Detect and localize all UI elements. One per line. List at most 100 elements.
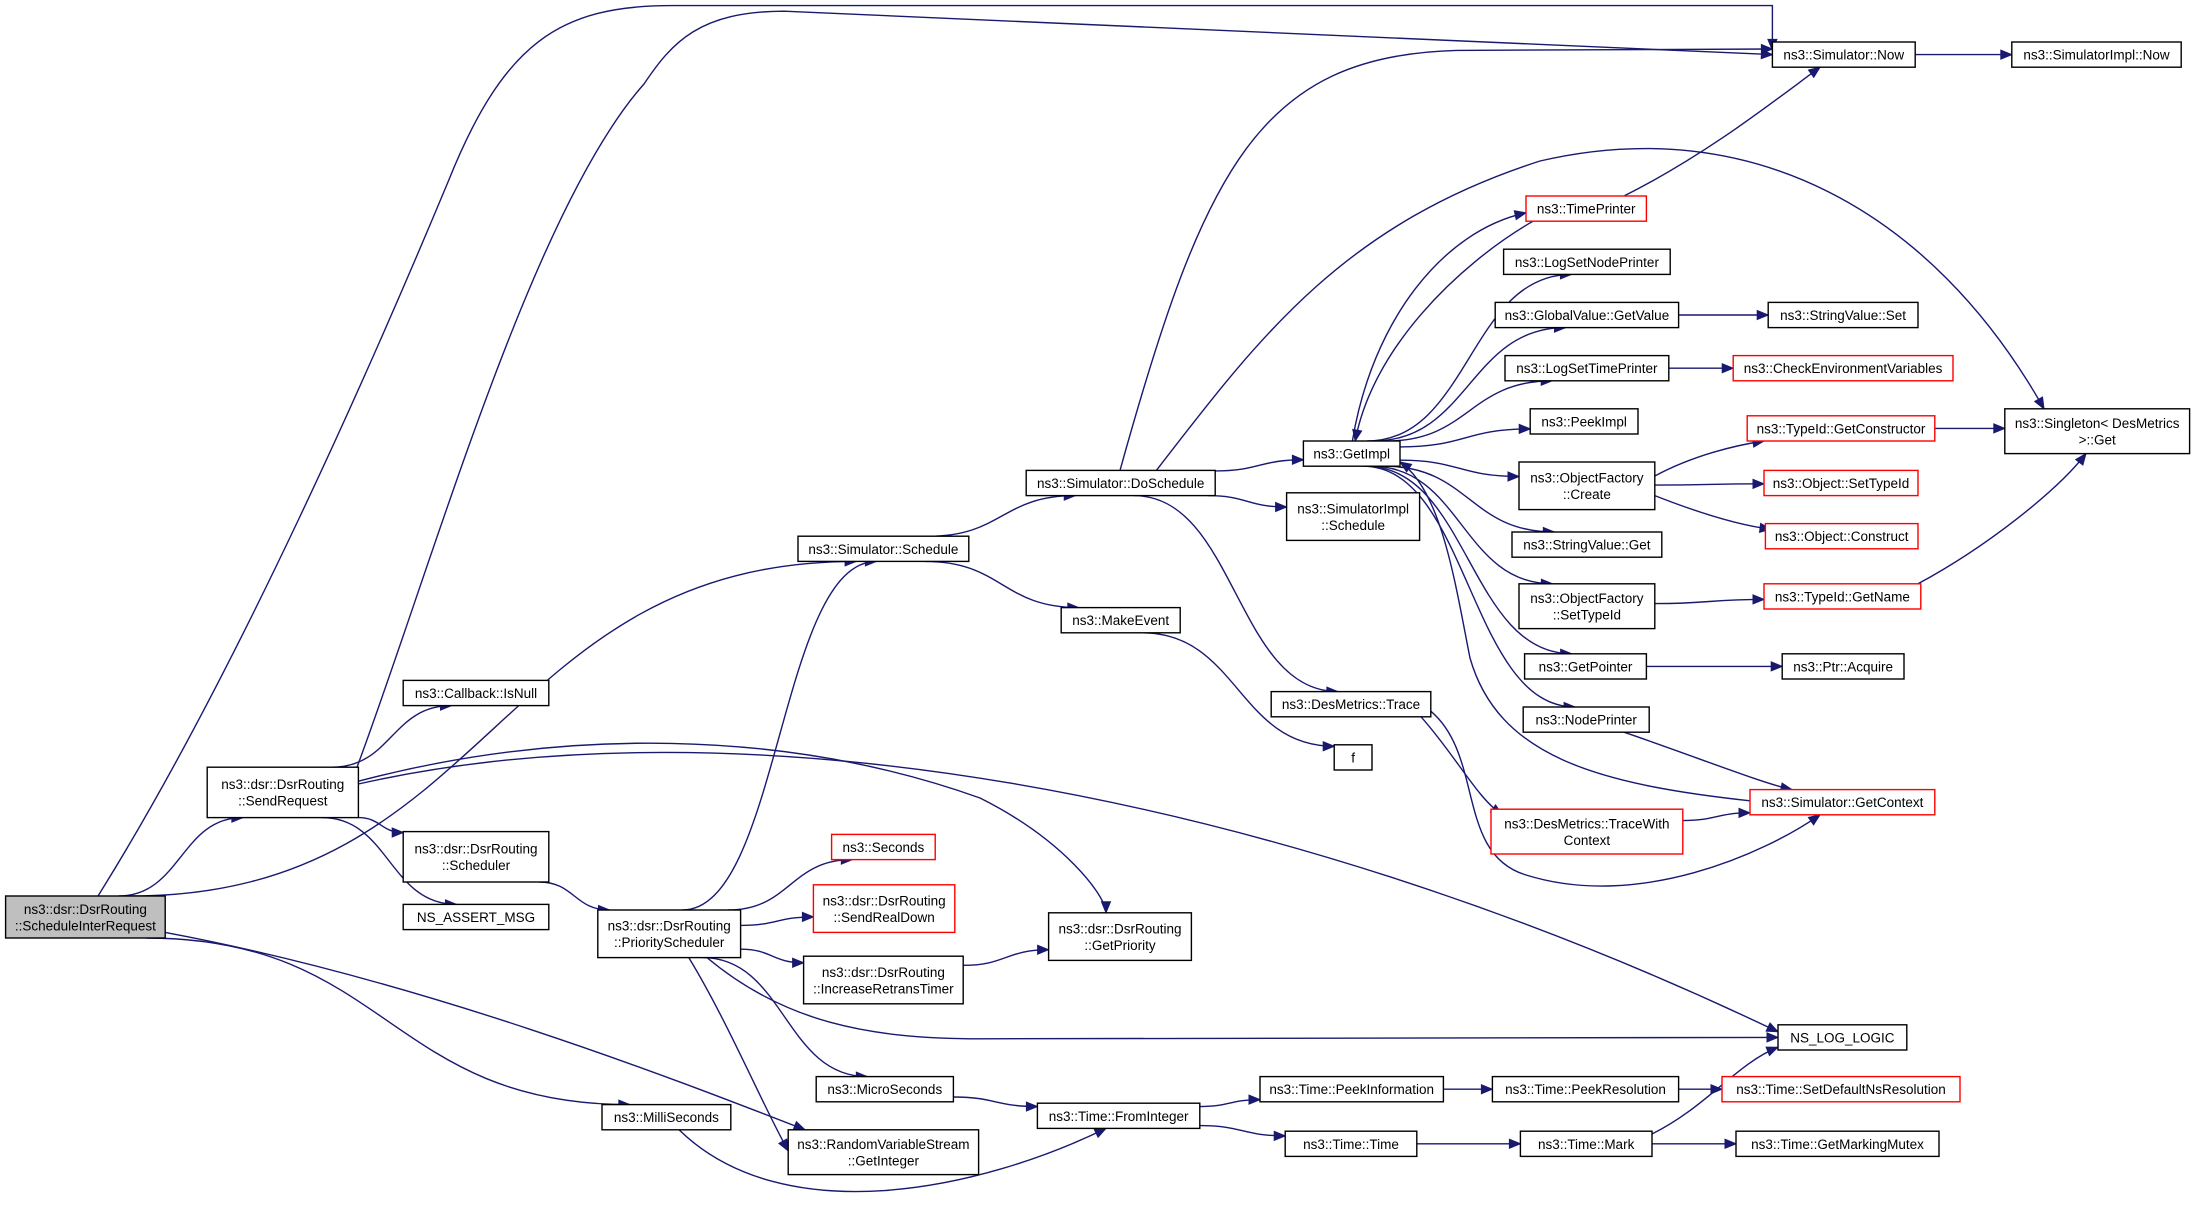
node-box[interactable] — [787, 1129, 980, 1176]
node-getctx[interactable]: ns3::Simulator::GetContext — [1749, 788, 1936, 816]
node-getctor[interactable]: ns3::TypeId::GetConstructor — [1746, 415, 1936, 442]
node-box[interactable] — [1060, 606, 1181, 634]
node-box[interactable] — [1511, 531, 1663, 558]
node-incretrans[interactable]: ns3::dsr::DsrRouting::IncreaseRetransTim… — [802, 955, 964, 1005]
node-acquire[interactable]: ns3::Ptr::Acquire — [1781, 653, 1905, 680]
node-box[interactable] — [4, 895, 166, 939]
node-prisched[interactable]: ns3::dsr::DsrRouting::PriorityScheduler — [597, 909, 742, 959]
node-box[interactable] — [802, 955, 964, 1005]
node-peekres[interactable]: ns3::Time::PeekResolution — [1491, 1075, 1680, 1103]
node-box[interactable] — [1047, 912, 1193, 962]
node-construct[interactable]: ns3::Object::Construct — [1764, 522, 1919, 550]
node-svget[interactable]: ns3::StringValue::Get — [1511, 531, 1663, 558]
node-box[interactable] — [797, 535, 970, 563]
node-box[interactable] — [1270, 690, 1432, 718]
node-box[interactable] — [815, 1075, 955, 1103]
node-box[interactable] — [1333, 744, 1373, 771]
node-getpointer[interactable]: ns3::GetPointer — [1523, 653, 1648, 680]
node-box[interactable] — [597, 909, 742, 959]
node-box[interactable] — [1771, 41, 1916, 68]
node-root[interactable]: ns3::dsr::DsrRouting::ScheduleInterReque… — [4, 895, 166, 939]
node-box[interactable] — [1491, 1075, 1680, 1103]
node-getimpl[interactable]: ns3::GetImpl — [1302, 440, 1401, 467]
node-simimplnow[interactable]: ns3::SimulatorImpl::Now — [2011, 41, 2182, 68]
node-settypeid[interactable]: ns3::Object::SetTypeId — [1763, 469, 1919, 497]
node-ofsettype[interactable]: ns3::ObjectFactory::SetTypeId — [1518, 583, 1656, 630]
node-box[interactable] — [1502, 248, 1671, 276]
node-box[interactable] — [1732, 354, 1954, 382]
node-peekinfo[interactable]: ns3::Time::PeekInformation — [1259, 1075, 1445, 1103]
node-ofcreate[interactable]: ns3::ObjectFactory::Create — [1518, 461, 1656, 511]
node-rvs[interactable]: ns3::RandomVariableStream::GetInteger — [787, 1129, 980, 1176]
node-seconds[interactable]: ns3::Seconds — [830, 833, 936, 861]
node-box[interactable] — [1721, 1075, 1961, 1103]
node-box[interactable] — [402, 679, 550, 707]
node-sendreq[interactable]: ns3::dsr::DsrRouting::SendRequest — [206, 766, 360, 819]
node-box[interactable] — [402, 903, 550, 931]
node-box[interactable] — [1767, 301, 1919, 329]
node-assert[interactable]: NS_ASSERT_MSG — [402, 903, 550, 931]
node-f[interactable]: f — [1333, 744, 1373, 771]
node-millis[interactable]: ns3::MilliSeconds — [601, 1103, 732, 1131]
node-getname[interactable]: ns3::TypeId::GetName — [1763, 583, 1922, 610]
node-simimplsched[interactable]: ns3::SimulatorImpl::Schedule — [1285, 492, 1421, 542]
node-timeprinter[interactable]: ns3::TimePrinter — [1525, 195, 1648, 222]
node-timetime[interactable]: ns3::Time::Time — [1284, 1130, 1418, 1158]
node-box[interactable] — [1518, 583, 1656, 630]
node-markmutex[interactable]: ns3::Time::GetMarkingMutex — [1735, 1130, 1940, 1158]
node-box[interactable] — [1781, 653, 1905, 680]
node-box[interactable] — [812, 884, 956, 934]
node-nslog[interactable]: NS_LOG_LOGIC — [1777, 1024, 1908, 1051]
node-peekimpl[interactable]: ns3::PeekImpl — [1529, 408, 1639, 435]
node-box[interactable] — [1518, 461, 1656, 511]
node-box[interactable] — [1025, 469, 1216, 497]
node-getprio[interactable]: ns3::dsr::DsrRouting::GetPriority — [1047, 912, 1193, 962]
node-box[interactable] — [1036, 1102, 1201, 1130]
node-box[interactable] — [601, 1103, 732, 1131]
node-micros[interactable]: ns3::MicroSeconds — [815, 1075, 955, 1103]
node-box[interactable] — [830, 833, 936, 861]
node-box[interactable] — [1519, 1130, 1653, 1158]
node-box[interactable] — [402, 830, 550, 883]
node-box[interactable] — [1764, 522, 1919, 550]
node-box[interactable] — [1763, 469, 1919, 497]
node-box[interactable] — [1285, 492, 1421, 542]
node-box[interactable] — [1525, 195, 1648, 222]
node-box[interactable] — [1735, 1130, 1940, 1158]
node-box[interactable] — [1302, 440, 1401, 467]
node-box[interactable] — [206, 766, 360, 819]
node-box[interactable] — [1523, 653, 1648, 680]
node-lognode[interactable]: ns3::LogSetNodePrinter — [1502, 248, 1671, 276]
node-scheduler[interactable]: ns3::dsr::DsrRouting::Scheduler — [402, 830, 550, 883]
node-box[interactable] — [1529, 408, 1639, 435]
node-box[interactable] — [1522, 706, 1650, 733]
node-checkenv[interactable]: ns3::CheckEnvironmentVariables — [1732, 354, 1954, 382]
node-box[interactable] — [1494, 301, 1680, 329]
node-box[interactable] — [1259, 1075, 1445, 1103]
node-box[interactable] — [1746, 415, 1936, 442]
node-singleton[interactable]: ns3::Singleton< DesMetrics>::Get — [2004, 408, 2191, 455]
node-box[interactable] — [1763, 583, 1922, 610]
node-schedule[interactable]: ns3::Simulator::Schedule — [797, 535, 970, 563]
node-box[interactable] — [1777, 1024, 1908, 1051]
node-box[interactable] — [1504, 354, 1670, 382]
node-makeevent[interactable]: ns3::MakeEvent — [1060, 606, 1181, 634]
node-logtime[interactable]: ns3::LogSetTimePrinter — [1504, 354, 1670, 382]
node-box[interactable] — [2004, 408, 2191, 455]
node-box[interactable] — [2011, 41, 2182, 68]
node-fromint[interactable]: ns3::Time::FromInteger — [1036, 1102, 1201, 1130]
node-box[interactable] — [1749, 788, 1936, 816]
node-nodeprinter[interactable]: ns3::NodePrinter — [1522, 706, 1650, 733]
node-doschedule[interactable]: ns3::Simulator::DoSchedule — [1025, 469, 1216, 497]
node-isnull[interactable]: ns3::Callback::IsNull — [402, 679, 550, 707]
node-svset[interactable]: ns3::StringValue::Set — [1767, 301, 1919, 329]
node-setdefres[interactable]: ns3::Time::SetDefaultNsResolution — [1721, 1075, 1961, 1103]
node-box[interactable] — [1490, 808, 1684, 855]
node-simnow[interactable]: ns3::Simulator::Now — [1771, 41, 1916, 68]
node-dmtrace[interactable]: ns3::DesMetrics::Trace — [1270, 690, 1432, 718]
node-sendreal[interactable]: ns3::dsr::DsrRouting::SendRealDown — [812, 884, 956, 934]
node-gvget[interactable]: ns3::GlobalValue::GetValue — [1494, 301, 1680, 329]
node-box[interactable] — [1284, 1130, 1418, 1158]
node-mark[interactable]: ns3::Time::Mark — [1519, 1130, 1653, 1158]
